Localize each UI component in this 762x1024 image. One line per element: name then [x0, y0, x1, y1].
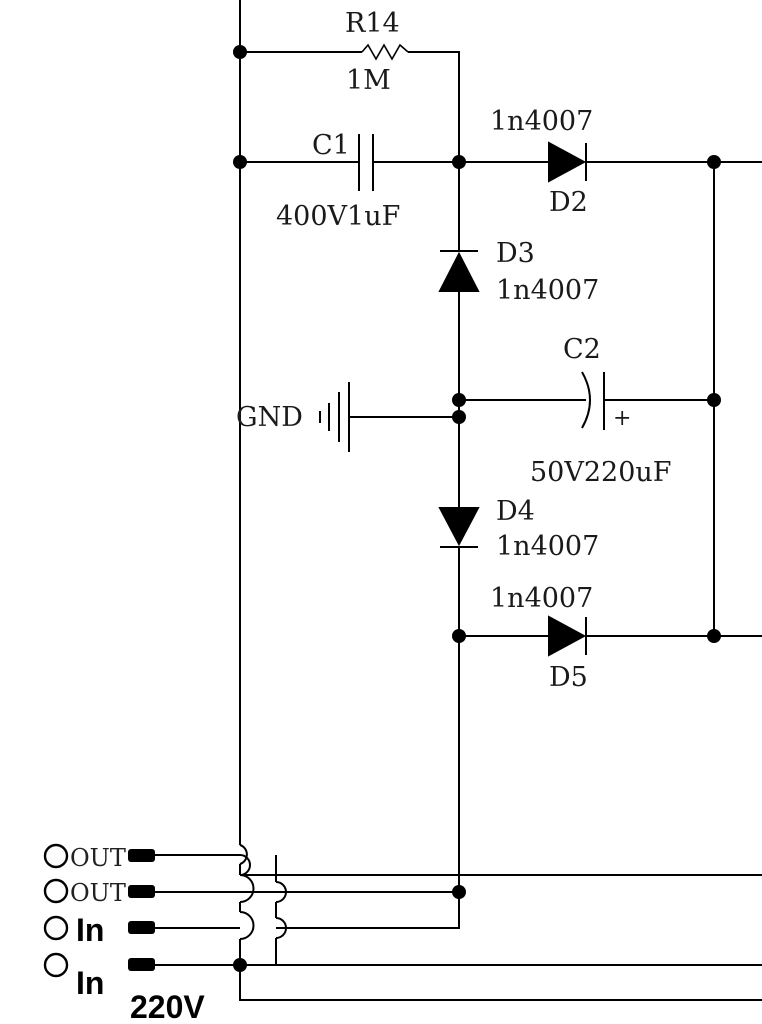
- junction-dot: [233, 155, 247, 169]
- junction-dot: [707, 393, 721, 407]
- junction-dot: [707, 629, 721, 643]
- gnd-label: GND: [236, 402, 303, 433]
- junction-dot: [707, 155, 721, 169]
- terminal-connector: [128, 958, 155, 971]
- junction-dot: [452, 885, 466, 899]
- diode-d2: 1n4007 D2: [490, 106, 593, 218]
- junctions: [233, 45, 721, 972]
- terminal-block: OUT OUT In In 220V: [43, 843, 205, 1024]
- junction-dot: [452, 393, 466, 407]
- d2-part: 1n4007: [490, 106, 593, 137]
- diode-d5: 1n4007 D5: [490, 583, 593, 693]
- terminal-in-2: In: [43, 952, 155, 1001]
- capacitor-c1: C1 400V1uF: [276, 130, 400, 232]
- d5-part: 1n4007: [490, 583, 593, 614]
- capacitor-c2: + C2 50V220uF: [530, 334, 672, 488]
- terminal-label: In: [76, 965, 104, 1001]
- diode-symbol: [548, 615, 587, 657]
- d5-designator: D5: [549, 662, 588, 693]
- resistor-symbol: [361, 43, 409, 61]
- d4-part: 1n4007: [496, 531, 599, 562]
- terminal-circle: [43, 952, 69, 978]
- terminal-out-1: OUT: [43, 843, 155, 872]
- terminal-connector: [128, 885, 155, 898]
- terminal-in-1: In: [43, 912, 155, 948]
- terminal-circle: [43, 915, 69, 941]
- terminal-label: OUT: [70, 844, 126, 872]
- terminal-circle: [43, 878, 69, 904]
- junction-dot: [233, 958, 247, 972]
- wires: [155, 0, 762, 1001]
- resistor-r14: R14 1M: [345, 8, 409, 96]
- terminal-out-2: OUT: [43, 878, 155, 907]
- d4-designator: D4: [496, 496, 535, 527]
- junction-dot: [452, 629, 466, 643]
- junction-dot: [452, 155, 466, 169]
- terminal-label: In: [76, 912, 104, 948]
- diode-symbol: [438, 251, 480, 292]
- c1-designator: C1: [312, 130, 350, 161]
- terminal-circle: [43, 843, 69, 869]
- diode-d3: D3 1n4007: [438, 238, 599, 306]
- terminal-connector: [128, 921, 155, 934]
- c2-value: 50V220uF: [530, 457, 672, 488]
- diode-symbol: [548, 141, 587, 183]
- supply-voltage-label: 220V: [130, 989, 205, 1024]
- terminal-connector: [128, 849, 155, 862]
- r14-designator: R14: [345, 8, 400, 39]
- junction-dot: [452, 410, 466, 424]
- c1-value: 400V1uF: [276, 201, 400, 232]
- capacitor-curved-plate: [581, 371, 591, 429]
- c2-polarity-mark: +: [613, 406, 631, 431]
- d3-part: 1n4007: [496, 275, 599, 306]
- terminal-label: OUT: [70, 879, 126, 907]
- d3-designator: D3: [496, 238, 535, 269]
- diode-symbol: [438, 507, 480, 547]
- diode-d4: D4 1n4007: [438, 496, 599, 562]
- c2-designator: C2: [563, 334, 601, 365]
- d2-designator: D2: [549, 187, 588, 218]
- r14-value: 1M: [346, 65, 391, 96]
- ground-symbol: GND: [236, 382, 350, 452]
- junction-dot: [233, 45, 247, 59]
